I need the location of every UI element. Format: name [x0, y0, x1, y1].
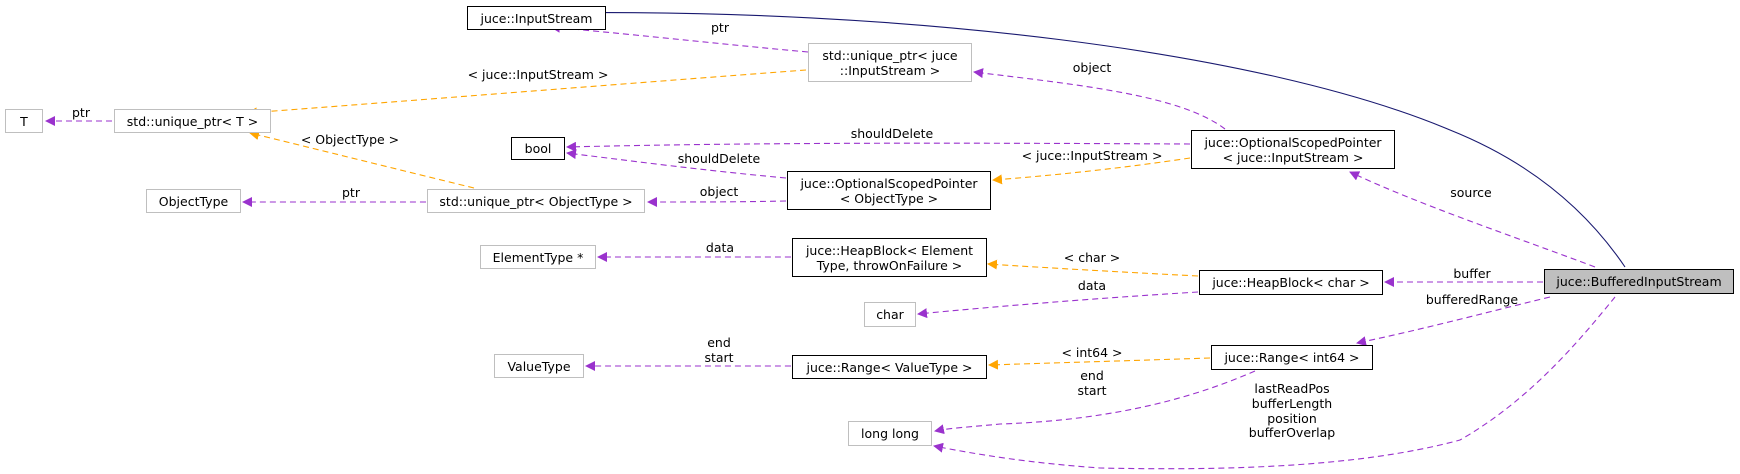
edge-template-input-stream — [247, 69, 807, 118]
label-data-char: data — [1078, 278, 1106, 293]
node-unique-ptr-input-stream-line1: std::unique_ptr< juce — [822, 47, 958, 63]
node-osp-object-type-line1: juce::OptionalScopedPointer — [800, 175, 978, 191]
node-unique-ptr-input-stream-line2: ::InputStream > — [839, 62, 941, 78]
edge-source — [1349, 171, 1596, 268]
node-t-label: T — [20, 113, 28, 129]
node-optional-scoped-pointer-object-type[interactable]: juce::OptionalScopedPointer < ObjectType… — [787, 171, 991, 210]
edge-template-object-type — [249, 130, 475, 189]
label-object-input-stream: object — [1073, 60, 1112, 75]
label-template-osp: < juce::InputStream > — [1022, 148, 1163, 163]
node-heap-block-element[interactable]: juce::HeapBlock< Element Type, throwOnFa… — [792, 238, 987, 277]
label-end-long-long: end — [1080, 368, 1104, 383]
label-position: position — [1267, 411, 1317, 426]
node-heap-block-char[interactable]: juce::HeapBlock< char > — [1199, 270, 1383, 295]
edge-buffered-range — [1356, 296, 1551, 347]
node-input-stream-label: juce::InputStream — [480, 10, 593, 26]
node-range-value-type[interactable]: juce::Range< ValueType > — [792, 355, 987, 379]
label-object-object-type: object — [700, 184, 739, 199]
label-should-delete-upper: shouldDelete — [851, 126, 934, 141]
node-range-int64-label: juce::Range< int64 > — [1224, 350, 1360, 365]
edge-data-char — [917, 291, 1199, 319]
node-heap-block-element-line1: juce::HeapBlock< Element — [805, 242, 974, 258]
node-unique-ptr-object-type-label: std::unique_ptr< ObjectType > — [439, 193, 633, 209]
node-long-long-label: long long — [861, 426, 919, 441]
node-unique-ptr-t-label: std::unique_ptr< T > — [126, 113, 259, 129]
node-bool-label: bool — [524, 141, 552, 156]
label-buffered-range: bufferedRange — [1426, 292, 1519, 307]
edge-template-osp — [992, 157, 1191, 185]
node-long-long[interactable]: long long — [848, 421, 932, 446]
node-range-value-type-label: juce::Range< ValueType > — [806, 359, 973, 375]
node-optional-scoped-pointer-input-stream[interactable]: juce::OptionalScopedPointer < juce::Inpu… — [1191, 130, 1395, 169]
label-template-object-type: < ObjectType > — [301, 132, 399, 147]
label-buffer-overlap: bufferOverlap — [1249, 425, 1335, 440]
edge-template-char — [987, 259, 1199, 277]
node-t[interactable]: T — [5, 109, 43, 133]
node-heap-block-char-label: juce::HeapBlock< char > — [1212, 275, 1370, 290]
node-element-type-ptr[interactable]: ElementType * — [480, 245, 596, 269]
label-should-delete-lower: shouldDelete — [678, 151, 761, 166]
label-buffer: buffer — [1453, 266, 1491, 281]
node-osp-object-type-line2: < ObjectType > — [839, 190, 939, 206]
edge-object-object-type — [647, 196, 787, 207]
label-buffer-length: bufferLength — [1252, 396, 1332, 411]
node-value-type[interactable]: ValueType — [494, 354, 584, 378]
node-unique-ptr-t[interactable]: std::unique_ptr< T > — [114, 109, 271, 133]
node-unique-ptr-object-type[interactable]: std::unique_ptr< ObjectType > — [427, 189, 645, 213]
edge-template-int64 — [988, 357, 1211, 370]
label-ptr-input-stream: ptr — [711, 20, 730, 35]
node-unique-ptr-input-stream[interactable]: std::unique_ptr< juce ::InputStream > — [808, 43, 972, 82]
edge-long-long-members — [933, 296, 1616, 470]
node-object-type-label: ObjectType — [158, 193, 229, 209]
edge-end-start-long-long — [934, 370, 1256, 435]
node-heap-block-element-line2: Type, throwOnFailure > — [816, 257, 963, 273]
label-ptr-t: ptr — [72, 105, 91, 120]
edge-should-delete-upper — [566, 141, 1191, 152]
node-char-label: char — [876, 307, 904, 322]
label-template-input-stream: < juce::InputStream > — [468, 67, 609, 82]
label-data-element: data — [706, 240, 734, 255]
node-object-type[interactable]: ObjectType — [146, 189, 241, 213]
edge-inheritance — [548, 7, 1626, 268]
edge-should-delete-lower — [566, 149, 787, 179]
edge-ptr-input-stream — [550, 22, 809, 53]
node-buffered-input-stream[interactable]: juce::BufferedInputStream — [1544, 269, 1734, 294]
node-value-type-label: ValueType — [507, 358, 571, 374]
node-buffered-input-stream-label: juce::BufferedInputStream — [1556, 274, 1722, 289]
label-start-value-type: start — [704, 350, 733, 365]
label-last-read-pos: lastReadPos — [1254, 381, 1329, 396]
node-osp-input-stream-line2: < juce::InputStream > — [1222, 149, 1364, 165]
label-end-value-type: end — [707, 335, 731, 350]
node-bool[interactable]: bool — [511, 137, 565, 160]
edge-object-input-stream — [973, 68, 1226, 130]
label-start-long-long: start — [1077, 383, 1106, 398]
node-input-stream[interactable]: juce::InputStream — [467, 6, 606, 30]
label-ptr-object-type: ptr — [342, 185, 361, 200]
node-osp-input-stream-line1: juce::OptionalScopedPointer — [1204, 134, 1382, 150]
label-template-int64: < int64 > — [1061, 345, 1122, 360]
node-char[interactable]: char — [864, 302, 916, 327]
label-template-char: < char > — [1064, 250, 1121, 265]
label-source: source — [1450, 185, 1492, 200]
node-range-int64[interactable]: juce::Range< int64 > — [1211, 345, 1373, 370]
node-element-type-ptr-label: ElementType * — [492, 249, 584, 265]
